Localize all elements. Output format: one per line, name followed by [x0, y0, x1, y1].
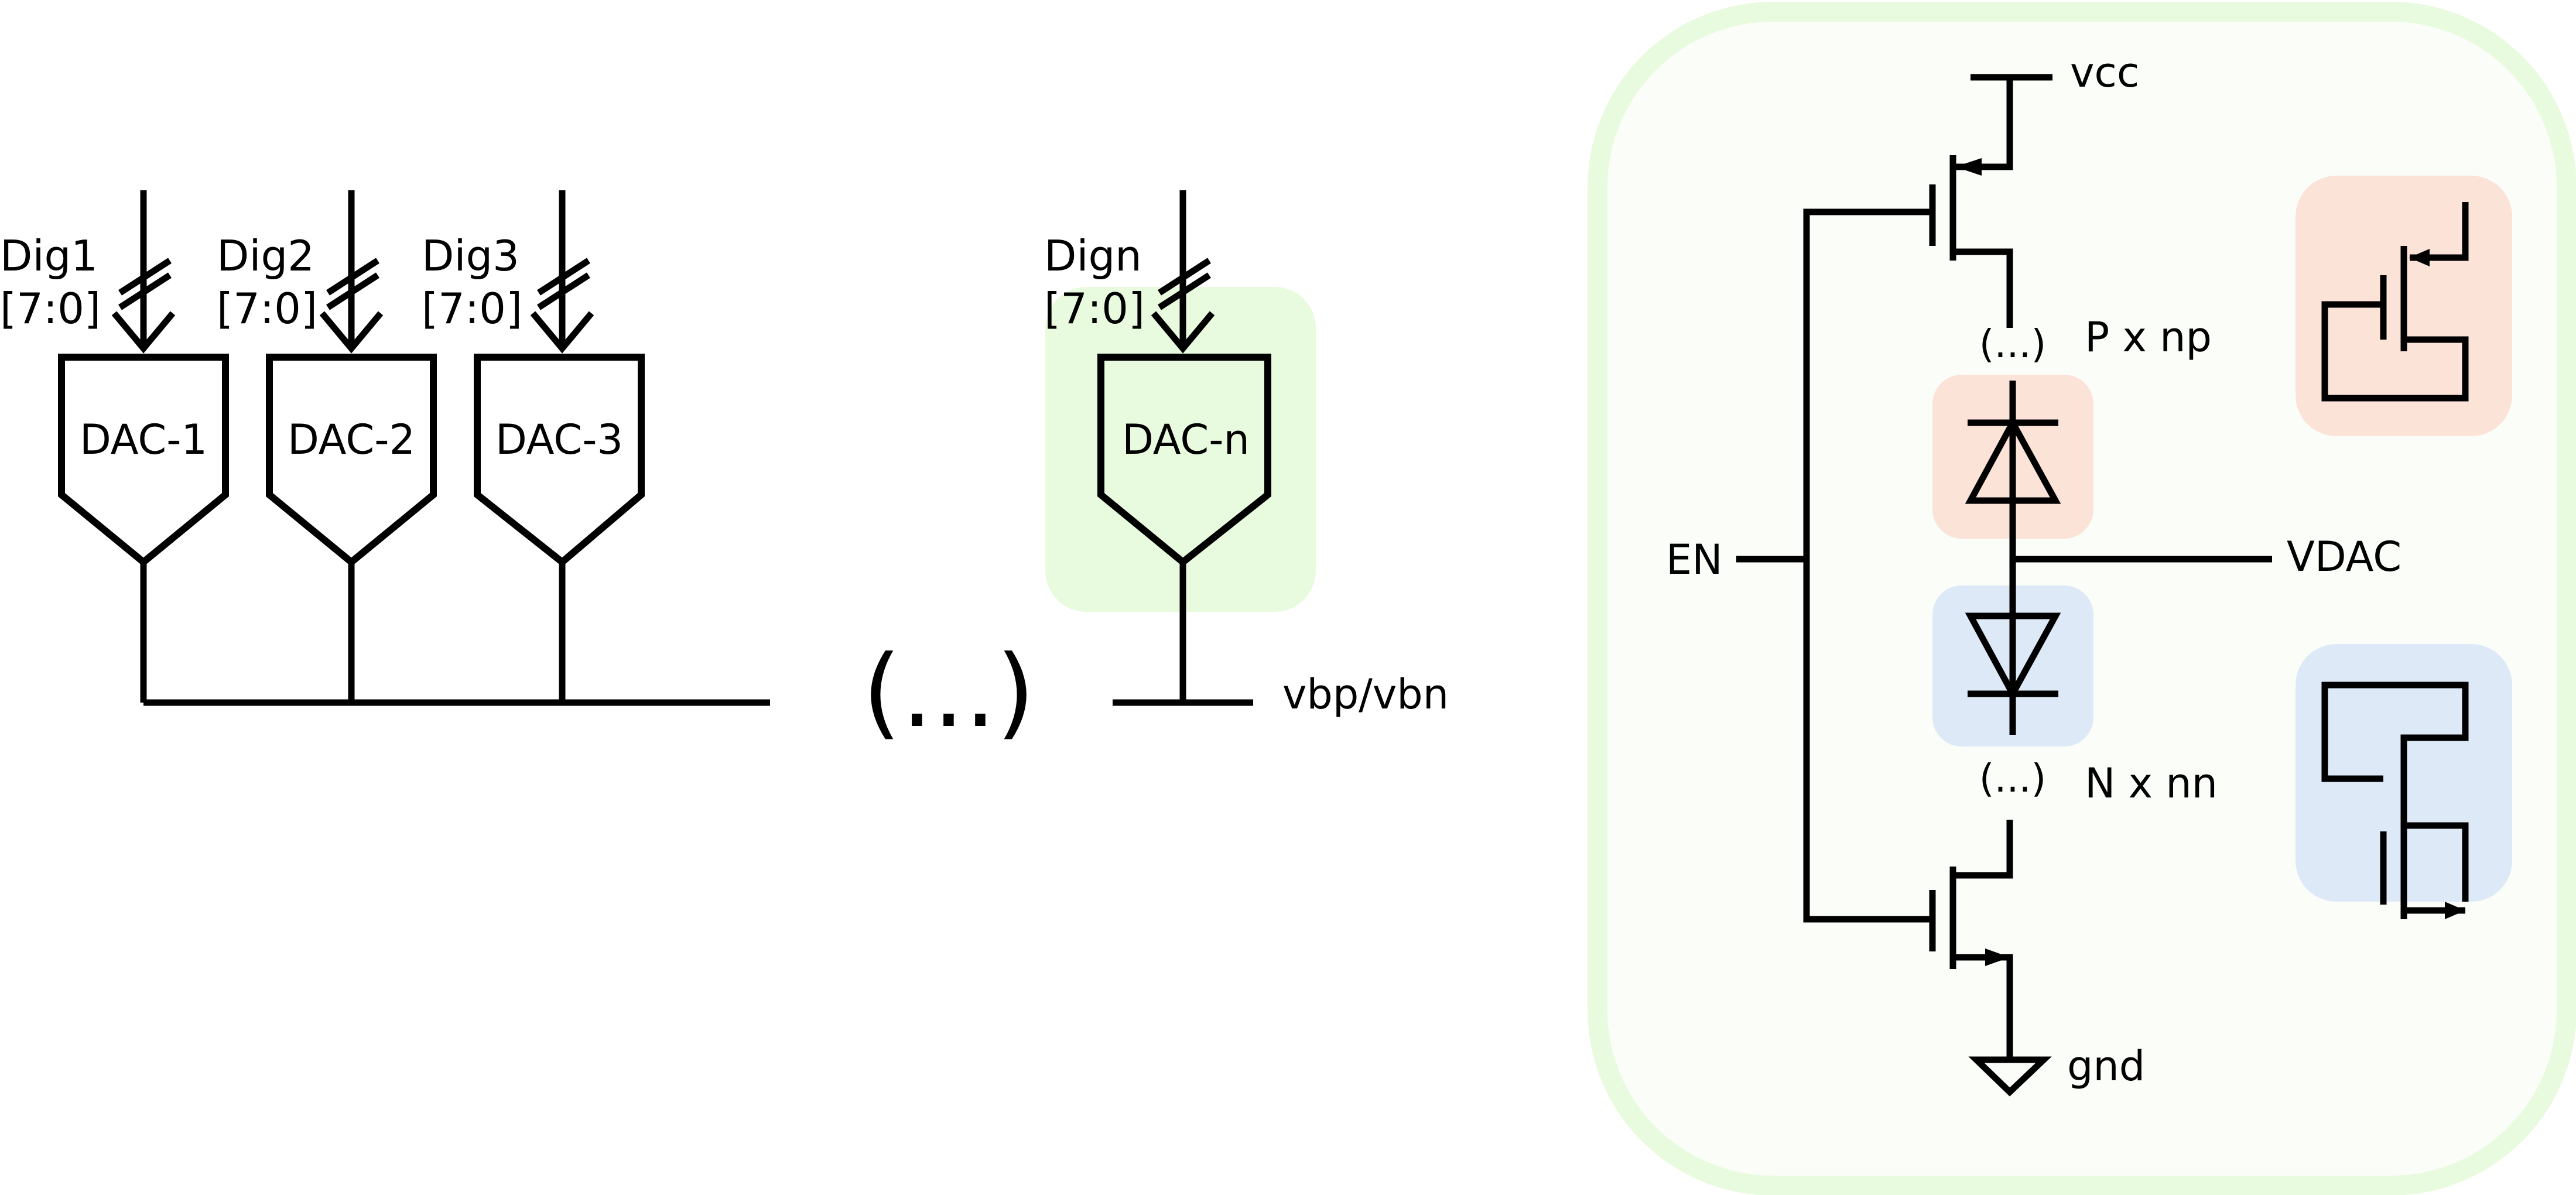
bias-circuit-panel: vcc EN (...) P x np VDAC	[1588, 2, 2576, 1195]
dac-array: DAC-1 Dig1 [7:0] DAC-2 Dig2 [7:0] DAC-3 …	[0, 190, 1449, 750]
dac-output-bus	[140, 562, 1253, 706]
dac-3-shape	[474, 354, 645, 567]
dac-3-input-name: Dig3	[422, 231, 519, 280]
n-count-label: N x nn	[2085, 759, 2218, 807]
nmos-diode-legend-icon	[2321, 682, 2469, 919]
diode-p	[1965, 381, 2061, 559]
dac-2-label: DAC-2	[288, 416, 415, 464]
dac-1-input-name: Dig1	[0, 231, 98, 280]
dac-n-highlight	[1045, 287, 1316, 612]
vdac-label: VDAC	[2287, 533, 2401, 581]
dac-2-input-name: Dig2	[217, 231, 314, 280]
ellipsis-big: (...)	[863, 634, 1035, 750]
output-label: vbp/vbn	[1282, 670, 1449, 718]
dac-n-shape	[1097, 354, 1271, 567]
dac-1-label: DAC-1	[80, 416, 207, 464]
dac-n: DAC-n Dign [7:0]	[1044, 190, 1271, 567]
dac-n-label: DAC-n	[1122, 416, 1250, 464]
dac-3-label: DAC-3	[495, 416, 623, 464]
en-bus	[1736, 208, 1932, 923]
vcc-label: vcc	[2070, 49, 2139, 97]
diode-n	[1965, 559, 2061, 735]
en-label: EN	[1666, 536, 1723, 584]
dac-2-bus: [7:0]	[217, 284, 317, 333]
dac-n-bus: [7:0]	[1044, 284, 1145, 333]
dac-n-input-name: Dign	[1044, 231, 1142, 280]
dac-3: DAC-3 Dig3 [7:0]	[422, 190, 645, 567]
n-ellipsis: (...)	[1979, 756, 2046, 801]
dac-2: DAC-2 Dig2 [7:0]	[217, 190, 437, 567]
p-ellipsis: (...)	[1979, 321, 2046, 367]
nmos-transistor	[1929, 820, 2013, 1060]
dac-3-bus: [7:0]	[422, 284, 522, 333]
dac-2-shape	[266, 354, 437, 567]
dac-1-bus: [7:0]	[0, 284, 101, 333]
gnd-label: gnd	[2067, 1042, 2145, 1090]
pmos-diode-legend-icon	[2321, 202, 2469, 402]
gnd-symbol	[1968, 1056, 2052, 1097]
dac-1-shape	[58, 354, 229, 567]
dac-1: DAC-1 Dig1 [7:0]	[0, 190, 229, 567]
p-count-label: P x np	[2085, 313, 2212, 361]
